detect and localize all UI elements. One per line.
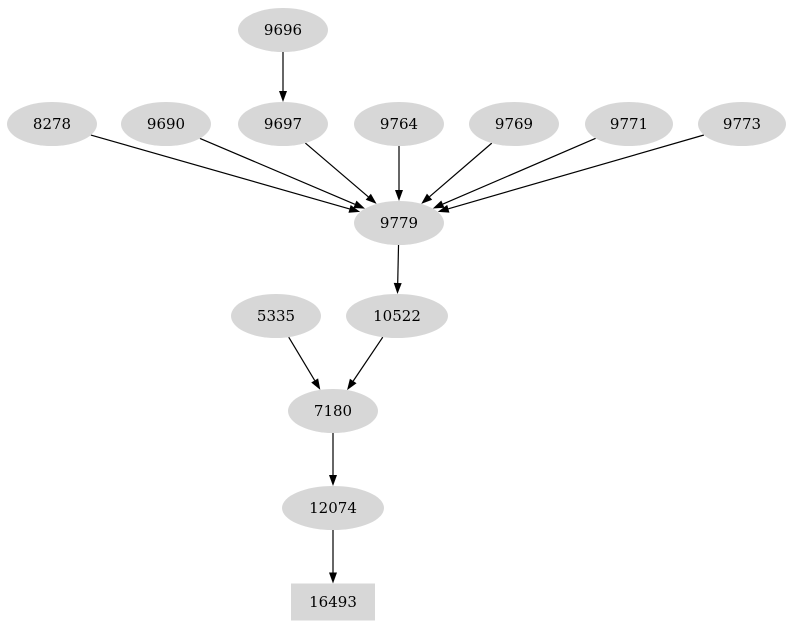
node-9696: 9696 — [238, 8, 328, 52]
node-shape-ellipse — [585, 102, 673, 146]
node-shape-ellipse — [7, 102, 97, 146]
node-label: 9690 — [147, 115, 185, 133]
node-shape-ellipse — [238, 8, 328, 52]
node-label: 9779 — [380, 214, 418, 232]
edge-8278-9779 — [90, 134, 361, 213]
node-9771: 9771 — [585, 102, 673, 146]
node-label: 9769 — [495, 115, 533, 133]
node-label: 10522 — [373, 307, 421, 325]
node-5335: 5335 — [231, 294, 321, 338]
node-label: 9696 — [264, 21, 302, 39]
node-8278: 8278 — [7, 102, 97, 146]
node-shape-ellipse — [282, 486, 384, 530]
node-label: 7180 — [314, 402, 352, 420]
node-label: 8278 — [33, 115, 71, 133]
node-label: 9764 — [380, 115, 418, 133]
node-shape-box — [291, 583, 375, 621]
node-9690: 9690 — [121, 102, 211, 146]
node-label: 12074 — [309, 499, 357, 517]
node-10522: 10522 — [346, 294, 448, 338]
edge-9697-9779 — [304, 142, 377, 204]
node-shape-ellipse — [238, 102, 328, 146]
node-label: 9697 — [264, 115, 302, 133]
node-label: 9773 — [723, 115, 761, 133]
node-16493: 16493 — [291, 583, 375, 621]
node-9764: 9764 — [354, 102, 444, 146]
edge-9773-9779 — [437, 134, 705, 213]
node-7180: 7180 — [288, 389, 378, 433]
node-9773: 9773 — [698, 102, 786, 146]
edge-9696-9697 — [279, 52, 287, 102]
node-shape-ellipse — [354, 201, 444, 245]
node-9697: 9697 — [238, 102, 328, 146]
edge-9771-9779 — [432, 137, 596, 209]
edge-9690-9779 — [199, 137, 366, 209]
node-shape-ellipse — [354, 102, 444, 146]
node-12074: 12074 — [282, 486, 384, 530]
edge-10522-7180 — [347, 336, 384, 391]
edge-5335-7180 — [288, 336, 321, 390]
edge-12074-16493 — [329, 530, 337, 584]
node-9779: 9779 — [354, 201, 444, 245]
edge-9764-9779 — [395, 146, 403, 201]
node-shape-ellipse — [346, 294, 448, 338]
node-label: 9771 — [610, 115, 648, 133]
node-shape-ellipse — [698, 102, 786, 146]
node-shape-ellipse — [288, 389, 378, 433]
node-shape-ellipse — [121, 102, 211, 146]
node-label: 16493 — [309, 593, 357, 611]
edge-7180-12074 — [329, 433, 337, 486]
node-9769: 9769 — [469, 102, 559, 146]
node-shape-ellipse — [469, 102, 559, 146]
node-label: 5335 — [257, 307, 295, 325]
edge-9779-10522 — [393, 244, 402, 295]
edge-9769-9779 — [421, 142, 493, 204]
node-shape-ellipse — [231, 294, 321, 338]
